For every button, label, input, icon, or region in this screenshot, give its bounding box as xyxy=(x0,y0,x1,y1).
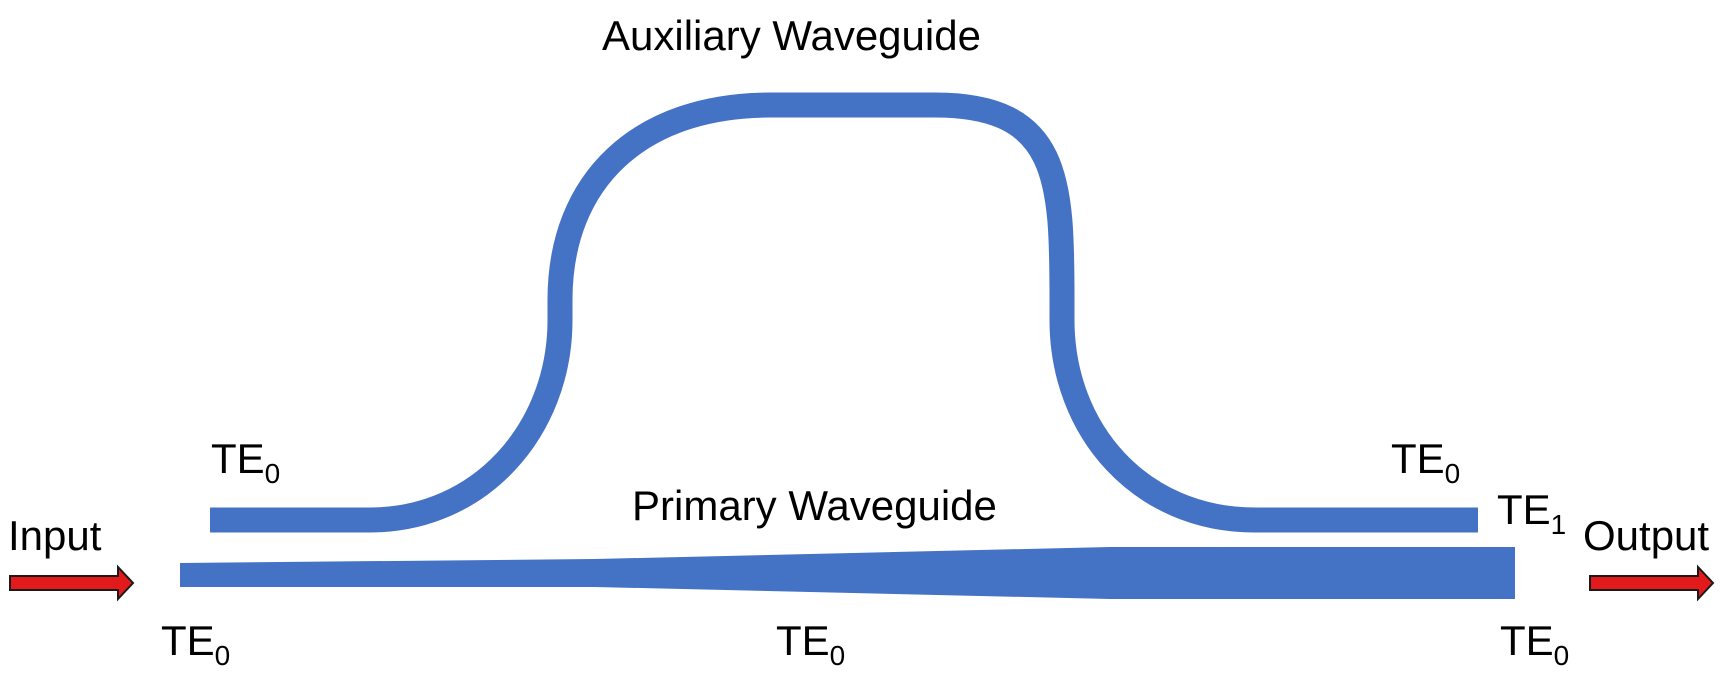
mode-base: TE xyxy=(161,617,215,664)
mode-base: TE xyxy=(776,617,830,664)
primary-waveguide-title: Primary Waveguide xyxy=(632,482,997,529)
mode-base: TE xyxy=(211,435,265,482)
auxiliary-waveguide-title: Auxiliary Waveguide xyxy=(602,12,981,59)
auxiliary-waveguide xyxy=(210,92,1478,533)
mode-label-prim-input: TE0 xyxy=(161,617,230,671)
mode-label-coupled: TE1 xyxy=(1497,486,1566,540)
mode-label-aux-output: TE0 xyxy=(1391,435,1460,489)
mode-label-prim-output: TE0 xyxy=(1500,617,1569,671)
mode-subscript: 0 xyxy=(1445,458,1461,489)
mode-base: TE xyxy=(1391,435,1445,482)
input-label: Input xyxy=(8,512,102,559)
mode-subscript: 0 xyxy=(265,458,281,489)
mode-label-aux-input: TE0 xyxy=(211,435,280,489)
mode-label-prim-mid: TE0 xyxy=(776,617,845,671)
output-arrow xyxy=(1589,564,1715,602)
mode-subscript: 1 xyxy=(1551,509,1567,540)
mode-base: TE xyxy=(1500,617,1554,664)
mode-subscript: 0 xyxy=(830,640,846,671)
input-arrow xyxy=(9,564,135,602)
primary-waveguide xyxy=(180,547,1515,599)
mode-subscript: 0 xyxy=(215,640,231,671)
mode-subscript: 0 xyxy=(1554,640,1570,671)
output-label: Output xyxy=(1583,512,1709,559)
mode-base: TE xyxy=(1497,486,1551,533)
